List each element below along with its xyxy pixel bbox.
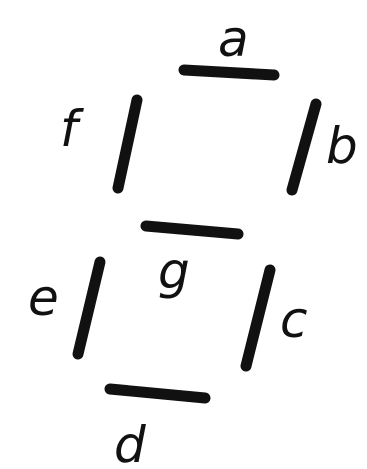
segment-label-b: b xyxy=(326,117,358,175)
segment-label-f: f xyxy=(60,100,84,158)
segment-f xyxy=(112,94,143,194)
segment-label-a: a xyxy=(218,10,249,68)
segment-g xyxy=(140,220,244,240)
segment-label-g: g xyxy=(158,242,190,300)
segment-d xyxy=(104,383,211,404)
segment-label-e: e xyxy=(28,269,59,327)
segment-label-d: d xyxy=(114,416,146,469)
segment-e xyxy=(72,256,106,360)
segment-a xyxy=(178,64,280,81)
segment-c xyxy=(240,264,276,372)
segment-label-c: c xyxy=(280,291,308,349)
segment-b xyxy=(286,98,322,196)
